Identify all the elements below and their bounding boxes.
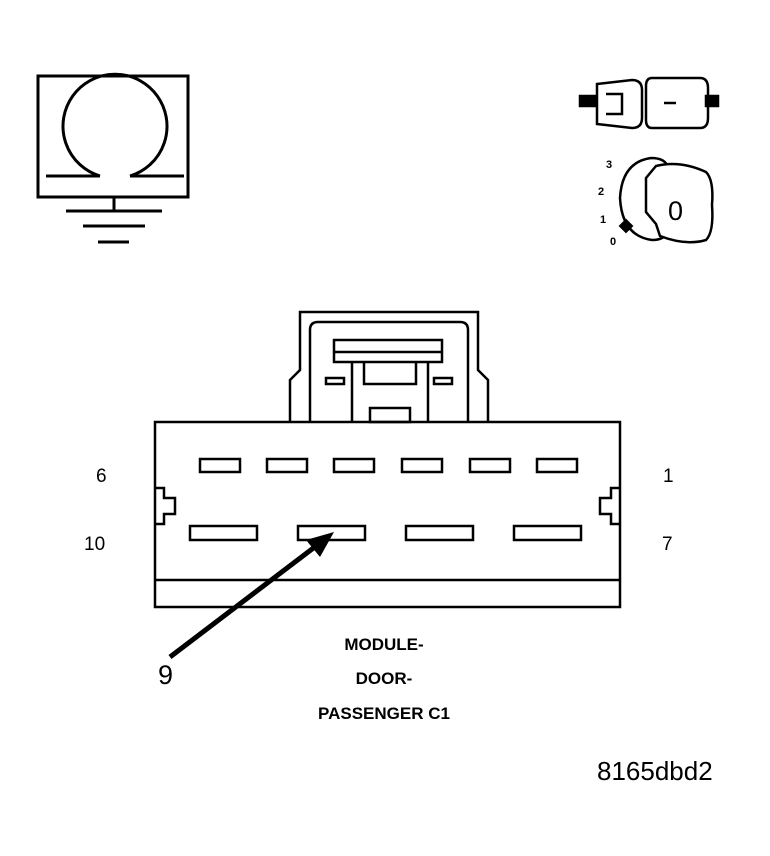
- cavity-row-bottom: [188, 524, 583, 542]
- cavity-4: [332, 457, 376, 474]
- ohmmeter-ground-icon: [36, 72, 190, 244]
- cavity-5: [265, 457, 309, 474]
- ignition-position-3: 3: [606, 159, 612, 171]
- cavity-6: [198, 457, 242, 474]
- connector-title-line-3: PASSENGER C1: [318, 704, 450, 723]
- connector-face: [153, 310, 622, 609]
- connector-title-line-2: DOOR-: [355, 669, 413, 688]
- callout-label: 9: [158, 660, 174, 690]
- ignition-key-off-icon: [618, 156, 714, 244]
- pin-label-7: 7: [662, 534, 673, 555]
- callout-arrow: [168, 532, 334, 659]
- figure-code: 8165dbd2: [597, 756, 713, 786]
- cavity-2: [468, 457, 512, 474]
- connector-title-line-1: MODULE-: [344, 635, 424, 654]
- cavity-3: [400, 457, 444, 474]
- ignition-position-1: 1: [600, 214, 606, 226]
- key-position-label: 0: [668, 196, 683, 226]
- cavity-9: [296, 524, 367, 542]
- pin-label-6: 6: [96, 466, 107, 487]
- cavity-1: [535, 457, 579, 474]
- cavity-row-top: [198, 457, 579, 474]
- ignition-position-2: 2: [598, 186, 604, 198]
- pin-label-1: 1: [663, 466, 674, 487]
- pin-label-10: 10: [84, 534, 106, 555]
- cavity-8: [404, 524, 475, 542]
- disconnected-connector-icon: [578, 76, 720, 130]
- cavity-10: [188, 524, 259, 542]
- cavity-7: [512, 524, 583, 542]
- ignition-position-0: 0: [610, 236, 616, 248]
